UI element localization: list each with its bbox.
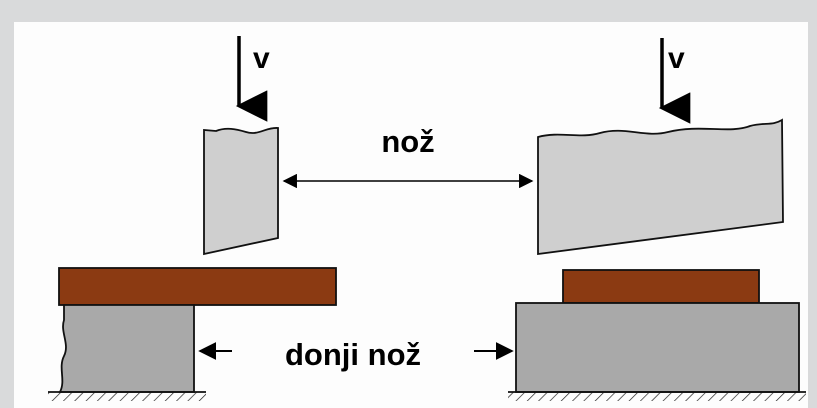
ground-hatch-left xyxy=(48,392,206,401)
frame-right xyxy=(808,0,817,408)
frame-top xyxy=(0,0,817,22)
lower-knife-label: donji nož xyxy=(285,337,421,372)
frame-left xyxy=(0,0,14,408)
lower-knife-left xyxy=(58,304,195,393)
velocity-label-left: v xyxy=(253,42,270,75)
velocity-label-right: v xyxy=(668,42,685,75)
upper-knife-left xyxy=(203,127,279,256)
ground-hatch-right xyxy=(508,392,806,401)
upper-knife-right xyxy=(537,118,784,256)
sheet-metal-left xyxy=(58,267,337,306)
lower-knife-right xyxy=(515,302,800,393)
upper-knife-label: nož xyxy=(381,124,434,159)
sheet-metal-right xyxy=(562,269,760,304)
